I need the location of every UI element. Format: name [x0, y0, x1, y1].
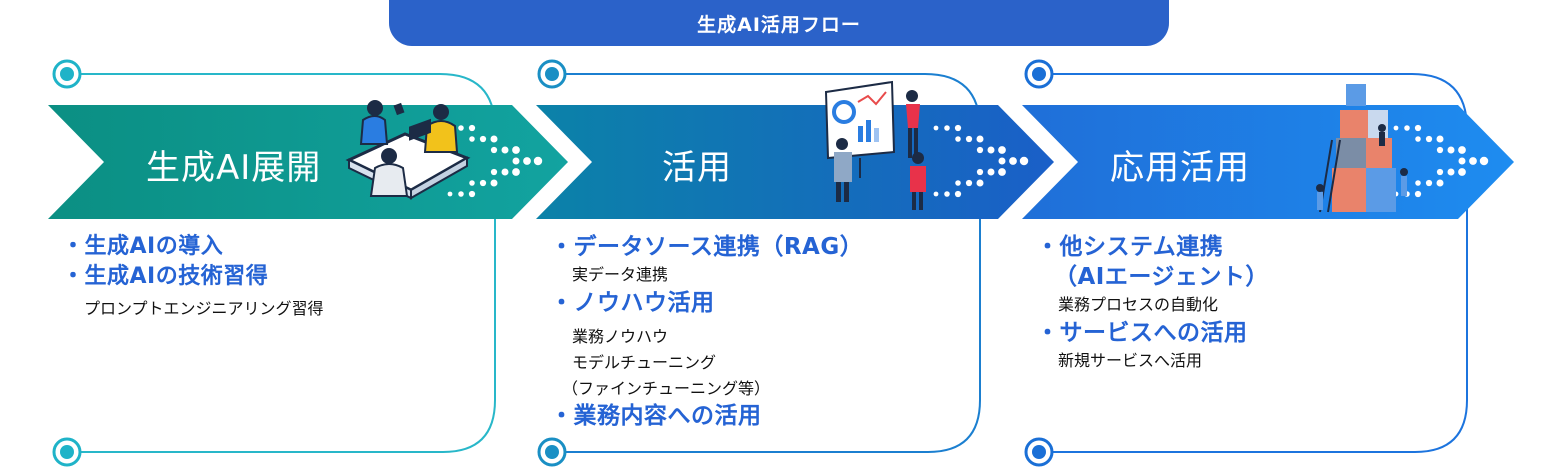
chevron-dot	[1436, 146, 1444, 154]
chevron-dot	[469, 136, 475, 142]
chevron-dot	[479, 135, 487, 143]
chevron-dot	[1019, 156, 1029, 166]
chevron-dot	[1447, 168, 1455, 176]
chevron-dot	[998, 146, 1006, 154]
chevron-dot	[1009, 157, 1017, 165]
bullet-item: （AIエージェント）	[1054, 264, 1269, 290]
chevron-dot	[533, 156, 543, 166]
bullet-item: ・サービスへの活用	[1036, 320, 1248, 346]
node-circle-bottom-2	[537, 437, 567, 467]
node-circle-top-3	[1024, 59, 1054, 89]
panel-outline-1	[80, 73, 496, 453]
chevron-dot	[1415, 136, 1421, 142]
bullet-item: ・データソース連携（RAG）	[550, 234, 864, 260]
bullet-item: ・生成AIの技術習得	[62, 264, 269, 289]
panel-outline-2	[565, 73, 981, 453]
chevron-dot	[469, 180, 475, 186]
panel-outline-3	[1052, 73, 1468, 453]
bullet-item: ・ノウハウ活用	[550, 290, 715, 316]
chevron-dot	[1436, 179, 1444, 187]
chevron-dot	[501, 146, 509, 154]
chevron-dot	[1458, 157, 1466, 165]
chevron-dot	[976, 146, 984, 154]
chevron-dot	[501, 168, 509, 176]
chevron-dot	[512, 157, 520, 165]
chevron-dot	[1479, 156, 1489, 166]
chevron-dot	[490, 146, 498, 154]
bullet-note: 新規サービスへ活用	[1058, 351, 1203, 370]
chevron-dot	[954, 190, 962, 198]
chevron-dot	[1436, 135, 1444, 143]
bullet-note: 業務ノウハウ	[572, 327, 669, 346]
chevron-dot	[998, 157, 1006, 165]
chevron-dot	[1393, 125, 1399, 131]
stage-arrow-3	[1022, 105, 1514, 219]
node-circle-bottom-1	[52, 437, 82, 467]
node-circle-bottom-3	[1024, 437, 1054, 467]
chevron-dot	[479, 179, 487, 187]
stage-arrow-2	[536, 105, 1054, 219]
chevron-dot	[458, 125, 464, 131]
chevron-dot	[468, 190, 476, 198]
chevron-dot	[1415, 180, 1421, 186]
dot-chevron-icon-2	[933, 124, 1029, 198]
flow-title-banner: 生成AI活用フロー	[389, 0, 1169, 46]
stage-title-2: 活用	[662, 148, 732, 188]
chevron-dot	[955, 136, 961, 142]
panel-1-content: ・生成AIの導入 ・生成AIの技術習得 プロンプトエンジニアリング習得	[62, 232, 324, 322]
panel-2-content: ・データソース連携（RAG） 実データ連携 ・ノウハウ活用 業務ノウハウ モデル…	[550, 232, 863, 430]
chevron-dot	[512, 168, 520, 176]
chevron-dot	[965, 135, 973, 143]
bullet-item: ・業務内容への活用	[550, 403, 762, 429]
chevron-dot	[447, 191, 453, 197]
chevron-dot	[458, 191, 464, 197]
chevron-dot	[976, 179, 984, 187]
bullet-note: 業務プロセスの自動化	[1058, 295, 1219, 314]
chevron-dot	[512, 146, 520, 154]
node-circle-top-1	[52, 59, 82, 89]
bullet-note: （ファインチューニング等）	[562, 379, 771, 398]
chevron-dot	[1414, 190, 1422, 198]
panel-3-content: ・他システム連携 （AIエージェント） 業務プロセスの自動化 ・サービスへの活用…	[1036, 232, 1269, 374]
chevron-dot	[490, 168, 498, 176]
chevron-dot	[1436, 168, 1444, 176]
chevron-dot	[944, 125, 950, 131]
chevron-dot	[490, 179, 498, 187]
node-circle-top-2	[537, 59, 567, 89]
bullet-item: ・他システム連携	[1036, 234, 1224, 260]
chevron-dot	[468, 124, 476, 132]
team-meeting-icon	[345, 100, 471, 200]
chevron-dot	[933, 191, 939, 197]
chevron-dot	[987, 168, 995, 176]
bullet-note: 実データ連携	[572, 265, 669, 284]
chevron-dot	[1447, 146, 1455, 154]
chevron-dot	[1425, 135, 1433, 143]
chevron-dot	[1458, 168, 1466, 176]
chevron-dot	[955, 180, 961, 186]
presentation-analytics-icon	[824, 80, 926, 210]
chevron-dot	[1404, 125, 1410, 131]
chevron-dot	[490, 135, 498, 143]
chevron-dot	[998, 168, 1006, 176]
stage-title-3: 応用活用	[1110, 148, 1250, 188]
chevron-dot	[1469, 157, 1477, 165]
chevron-dot	[933, 125, 939, 131]
chevron-dot	[965, 179, 973, 187]
bullet-note: プロンプトエンジニアリング習得	[84, 299, 324, 318]
puzzle-collaboration-icon	[1316, 84, 1408, 213]
chevron-dot	[1414, 124, 1422, 132]
chevron-dot	[976, 135, 984, 143]
chevron-dot	[523, 157, 531, 165]
chevron-dot	[954, 124, 962, 132]
flow-title: 生成AI活用フロー	[697, 13, 861, 36]
chevron-dot	[987, 146, 995, 154]
bullet-item: ・生成AIの導入	[62, 234, 224, 259]
bullet-note: モデルチューニング	[572, 353, 717, 372]
stage-title-1: 生成AI展開	[146, 148, 322, 188]
chevron-dot	[1425, 179, 1433, 187]
chevron-dot	[976, 168, 984, 176]
chevron-dot	[1458, 146, 1466, 154]
chevron-dot	[944, 191, 950, 197]
